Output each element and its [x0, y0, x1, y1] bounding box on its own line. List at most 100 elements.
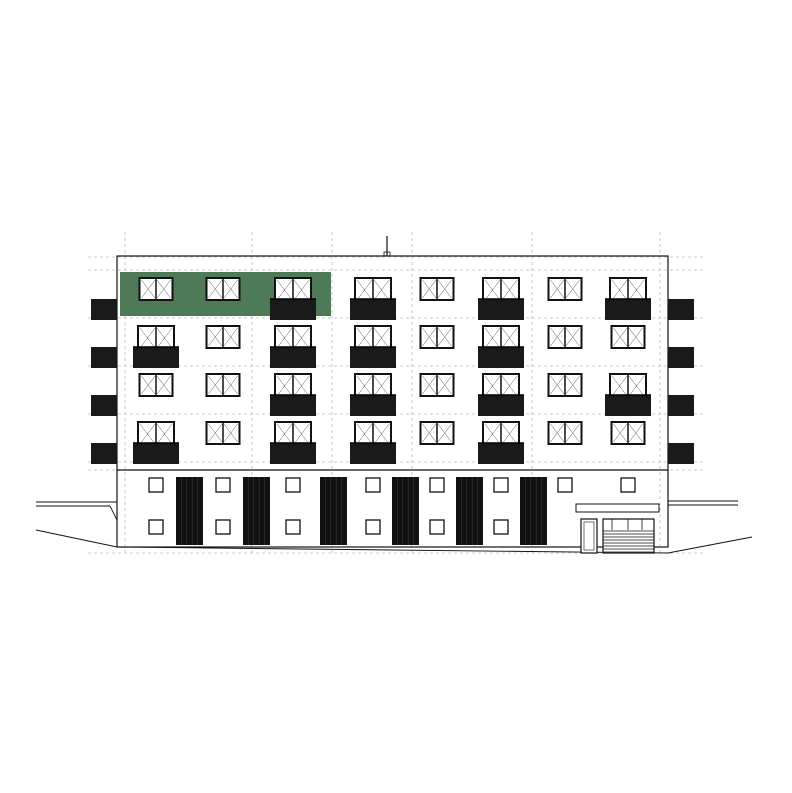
window-hatch — [565, 327, 580, 347]
window-hatch — [356, 423, 373, 445]
window-hatch — [501, 423, 518, 445]
ground-screen-panel — [176, 477, 203, 545]
openings — [133, 277, 651, 464]
window-hatch — [156, 375, 171, 395]
ground-window-upper — [365, 477, 381, 493]
window-hatch — [156, 423, 173, 445]
window-hatch — [565, 423, 580, 443]
entrance-door — [580, 518, 598, 554]
window-hatch — [550, 423, 565, 443]
balcony-railing — [350, 347, 396, 368]
window-hatch — [501, 327, 518, 349]
window-hatch — [223, 423, 238, 443]
ground-window-lower — [365, 519, 381, 535]
balcony-railing — [478, 299, 524, 320]
balcony-railing — [478, 395, 524, 416]
window-hatch — [484, 327, 501, 349]
balcony-railing — [133, 347, 179, 368]
window-hatch — [611, 279, 628, 301]
side-balcony-left — [91, 443, 117, 464]
balcony-railing — [270, 347, 316, 368]
window-hatch — [373, 375, 390, 397]
ground-screen-panel — [456, 477, 483, 545]
window-hatch — [422, 423, 437, 443]
side-balcony-left — [91, 299, 117, 320]
balcony-railing — [605, 299, 651, 320]
entrance-door-panel — [583, 521, 595, 551]
window-hatch — [628, 279, 645, 301]
window-hatch — [628, 375, 645, 397]
side-balcony-right — [668, 443, 694, 464]
window-hatch — [356, 375, 373, 397]
ground-window-upper — [493, 477, 509, 493]
window-hatch — [550, 327, 565, 347]
window-hatch — [139, 327, 156, 349]
window-hatch — [276, 327, 293, 349]
ground-screen-panel — [520, 477, 547, 545]
terrain-line — [109, 505, 118, 521]
balcony-railing — [350, 395, 396, 416]
antenna-base — [383, 251, 391, 257]
window-hatch — [276, 375, 293, 397]
window-hatch — [613, 327, 628, 347]
window-hatch — [628, 327, 643, 347]
ground-floor — [148, 477, 660, 554]
window-hatch — [373, 327, 390, 349]
window-hatch — [422, 375, 437, 395]
window-hatch — [293, 279, 310, 301]
window-hatch — [484, 375, 501, 397]
window-hatch — [276, 279, 293, 301]
ground-window-lower — [493, 519, 509, 535]
window-hatch — [422, 279, 437, 299]
window-hatch — [437, 423, 452, 443]
balcony-railing — [350, 299, 396, 320]
ground-screen-panel — [392, 477, 419, 545]
window-hatch — [156, 327, 173, 349]
window-hatch — [141, 375, 156, 395]
window-hatch — [501, 375, 518, 397]
ground-window-upper — [285, 477, 301, 493]
window-hatch — [437, 327, 452, 347]
side-balcony-left — [91, 347, 117, 368]
balcony-railing — [270, 299, 316, 320]
window-hatch — [611, 375, 628, 397]
terrain — [35, 500, 753, 554]
balcony-railing — [133, 443, 179, 464]
ground-screen-panel — [320, 477, 347, 545]
balcony-railing — [270, 395, 316, 416]
ground-window-lower — [285, 519, 301, 535]
window-hatch — [276, 423, 293, 445]
window-hatch — [293, 423, 310, 445]
side-balcony-right — [668, 347, 694, 368]
window-hatch — [484, 279, 501, 301]
balcony-railing — [270, 443, 316, 464]
ground-window-upper — [148, 477, 164, 493]
ground-window-upper — [429, 477, 445, 493]
window-hatch — [565, 279, 580, 299]
window-hatch — [223, 327, 238, 347]
window-hatch — [208, 279, 223, 299]
side-balconies — [91, 299, 694, 464]
ground-window-upper — [620, 477, 636, 493]
window-hatch — [356, 279, 373, 301]
garage-door — [602, 518, 655, 554]
window-hatch — [156, 279, 171, 299]
balcony-railing — [478, 443, 524, 464]
window-hatch — [373, 279, 390, 301]
ground-screen-panel — [243, 477, 270, 545]
window-hatch — [565, 375, 580, 395]
window-hatch — [437, 375, 452, 395]
balcony-railing — [350, 443, 396, 464]
window-hatch — [437, 279, 452, 299]
ground-window-upper — [557, 477, 573, 493]
window-hatch — [208, 423, 223, 443]
balcony-railing — [478, 347, 524, 368]
window-hatch — [550, 375, 565, 395]
window-hatch — [223, 279, 238, 299]
window-hatch — [422, 327, 437, 347]
window-hatch — [501, 279, 518, 301]
ground-window-lower — [215, 519, 231, 535]
ground-window-lower — [148, 519, 164, 535]
